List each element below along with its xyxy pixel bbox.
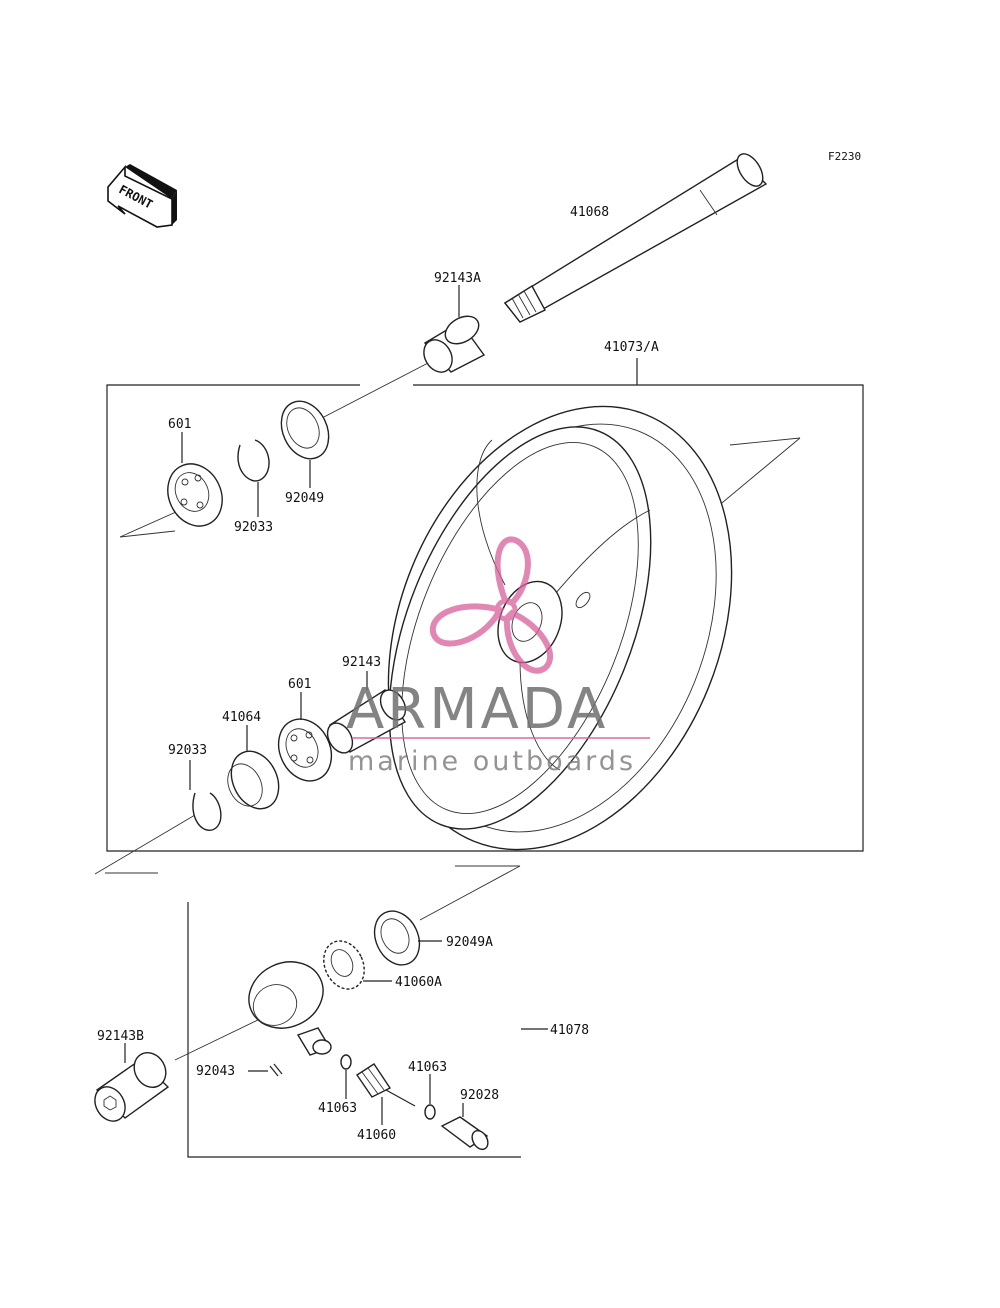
watermark-brand: ARMADA bbox=[346, 677, 608, 742]
label-wheel-assembly: 41073/A bbox=[604, 340, 659, 355]
label-oil-seal-lower: 92049A bbox=[446, 935, 493, 950]
bushing-small-part bbox=[440, 1116, 489, 1151]
label-bearing-lower: 601 bbox=[288, 677, 311, 692]
label-drive-gear: 41060A bbox=[395, 975, 442, 990]
gearbox-assembly-bracket bbox=[187, 902, 548, 1158]
oil-seal-lower-part bbox=[373, 910, 421, 966]
washer-left-part bbox=[340, 1054, 352, 1070]
label-pinion: 41060 bbox=[357, 1128, 396, 1143]
label-oil-seal-upper: 92049 bbox=[285, 491, 324, 506]
label-circlip-lower: 92033 bbox=[168, 743, 207, 758]
label-gearbox-assembly: 41078 bbox=[550, 1023, 589, 1038]
figure-code: F2230 bbox=[828, 150, 861, 163]
collar-top-part bbox=[423, 315, 486, 373]
label-collar-mid: 92143 bbox=[342, 655, 381, 670]
label-axle: 41068 bbox=[570, 205, 609, 220]
bearing-upper-part bbox=[167, 463, 223, 527]
pinion-part bbox=[356, 1063, 416, 1107]
wheel-part bbox=[387, 405, 733, 851]
label-bushing-small: 92028 bbox=[460, 1088, 499, 1103]
washer-right-part bbox=[424, 1104, 436, 1120]
label-bearing-upper: 601 bbox=[168, 417, 191, 432]
bushing-part bbox=[227, 750, 280, 810]
propeller-logo-icon bbox=[429, 536, 554, 674]
watermark: ARMADA marine outboards bbox=[346, 536, 650, 777]
collar-bottom-part bbox=[94, 1052, 170, 1122]
label-bushing: 41064 bbox=[222, 710, 261, 725]
label-washer-left: 41063 bbox=[318, 1101, 357, 1116]
circlip-upper-part bbox=[237, 439, 270, 482]
drive-gear-part bbox=[323, 940, 365, 990]
gearbox-housing-part bbox=[248, 961, 332, 1056]
oil-seal-upper-part bbox=[280, 400, 330, 460]
label-collar-bottom: 92143B bbox=[97, 1029, 144, 1044]
watermark-tagline: marine outboards bbox=[348, 746, 636, 777]
label-circlip-upper: 92033 bbox=[234, 520, 273, 535]
label-collar-top: 92143A bbox=[434, 271, 481, 286]
wheel-assembly-bracket bbox=[106, 358, 864, 852]
part-labels: 41068 92143A 41073/A 601 92049 92033 921… bbox=[97, 205, 659, 1143]
label-washer-right: 41063 bbox=[408, 1060, 447, 1075]
front-arrow-icon: FRONT bbox=[107, 164, 177, 228]
pin-part bbox=[269, 1063, 283, 1077]
label-pin: 92043 bbox=[196, 1064, 235, 1079]
collar-mid-part bbox=[326, 689, 407, 754]
bearing-lower-part bbox=[277, 718, 333, 782]
circlip-lower-part bbox=[192, 792, 222, 831]
axle-part bbox=[503, 153, 768, 323]
leader-lines bbox=[124, 285, 464, 1125]
